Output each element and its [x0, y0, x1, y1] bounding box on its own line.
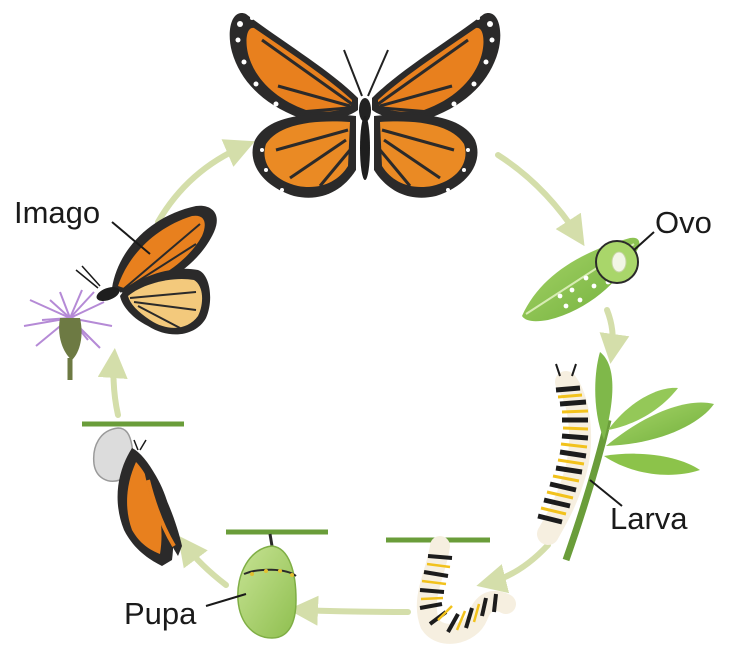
arrow-adult-to-egg: [495, 152, 585, 247]
adult-monarch-icon: [229, 12, 501, 198]
stage-label-ovo: Ovo: [655, 205, 712, 240]
arrow-emerging-to-imago: [97, 348, 128, 418]
egg-on-leaf-icon: [522, 231, 655, 322]
arrow-imago-to-adult: [155, 139, 256, 225]
arrow-pupa-late: [288, 595, 411, 626]
stage-label-larva: Larva: [610, 501, 688, 536]
arrow-larva-to-pupa: [476, 542, 551, 594]
emerging-adult-icon: [82, 421, 184, 566]
stage-label-pupa: Pupa: [124, 596, 197, 631]
arrow-pupa-to-emerging: [177, 535, 229, 588]
cycle-arrows: [97, 139, 630, 626]
stage-label-imago: Imago: [14, 195, 101, 230]
arrow-egg-to-larva: [599, 307, 630, 364]
larva-on-milkweed-icon: [537, 352, 714, 562]
imago-on-flower-icon: [23, 205, 217, 380]
larva-j-hang-icon: [386, 536, 516, 644]
pupa-chrysalis-icon: [205, 529, 328, 639]
